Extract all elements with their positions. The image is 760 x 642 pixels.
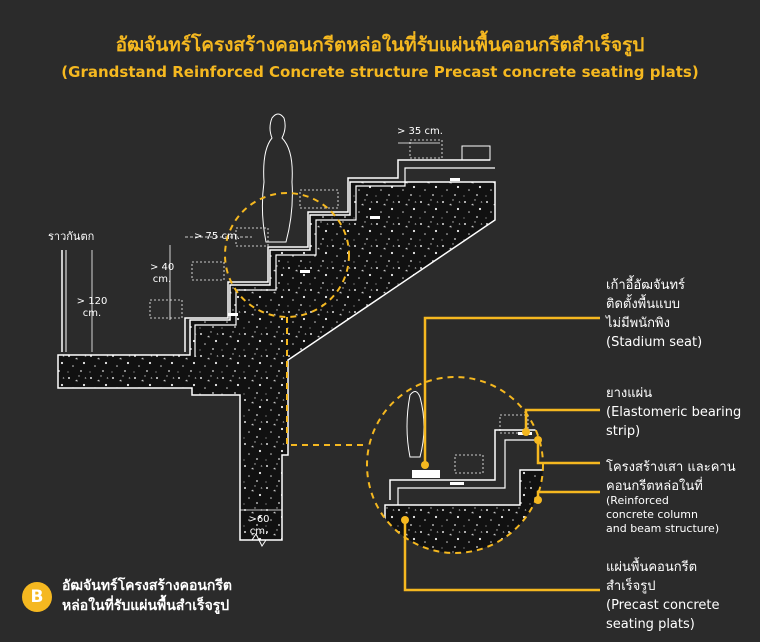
- person-silhouette: [261, 113, 293, 243]
- title-thai: อัฒจันทร์โครงสร้างคอนกรีตหล่อในที่รับแผ่…: [115, 34, 645, 56]
- callout-precast-plats: แผ่นพื้นคอนกรีต สำเร็จรูป (Precast concr…: [606, 560, 720, 632]
- dimension-lines: [91, 142, 440, 511]
- dimension-railing-height: > 120 cm.: [76, 296, 108, 319]
- focus-circle: [224, 192, 350, 318]
- railing-label: ราวกันตก: [48, 230, 95, 243]
- title-english: (Grandstand Reinforced Concrete structur…: [61, 63, 699, 81]
- dimension-column-width: >60 cm.: [248, 514, 270, 537]
- zoom-detail: [367, 377, 543, 553]
- dimension-riser-height: > 40 cm.: [150, 262, 175, 285]
- rc-structure-section: [57, 139, 496, 547]
- callout-stadium-seat: เก้าอี้อัฒจันทร์ ติดตั้งพื้นแบบ ไม่มีพนั…: [606, 278, 703, 350]
- callout-rc-structure-en: (Reinforced concrete column and beam str…: [606, 494, 720, 535]
- dimension-seat-depth: > 75 cm.: [194, 231, 240, 242]
- callout-rc-structure: โครงสร้างเสา และคาน คอนกรีตหล่อในที่: [606, 460, 736, 494]
- dimension-step-depth: > 35 cm.: [397, 126, 443, 137]
- section-caption: อัฒจันทร์โครงสร้างคอนกรีต หล่อในที่รับแผ…: [62, 578, 233, 614]
- section-badge: B: [22, 582, 52, 612]
- callout-leaders: [403, 316, 600, 592]
- callout-bearing-strip: ยางแผ่น (Elastomeric bearing strip): [606, 386, 742, 439]
